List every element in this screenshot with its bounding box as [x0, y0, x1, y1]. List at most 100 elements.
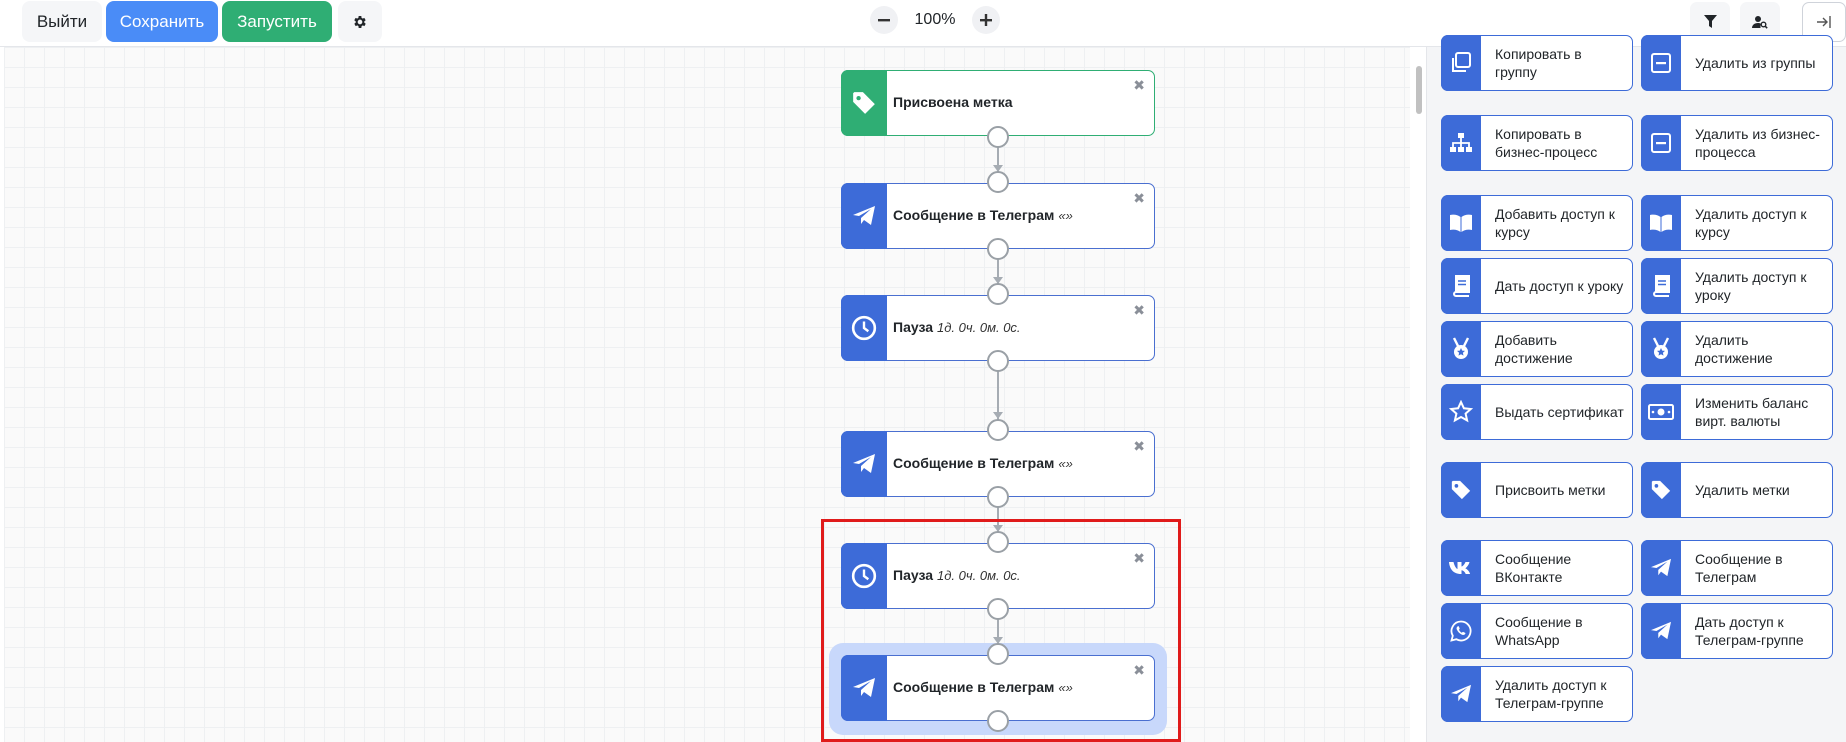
palette-item-remove-lesson-access[interactable]: Удалить доступ к уроку — [1641, 258, 1833, 314]
card-label: Удалить доступ к уроку — [1695, 269, 1807, 303]
card-label: Копировать в группу — [1495, 46, 1582, 80]
star-icon — [1449, 400, 1473, 423]
card-icon-box — [1441, 666, 1481, 722]
card-icon-box — [1641, 115, 1681, 171]
telegram-icon — [1651, 621, 1671, 640]
node-title: Сообщение в Телеграм — [893, 207, 1055, 223]
palette-item-change-virtual-balance[interactable]: Изменить баланс вирт. валюты — [1641, 384, 1833, 440]
zoom-out-button[interactable] — [870, 6, 898, 34]
node-subtitle: 1д. 0ч. 0м. 0с. — [937, 320, 1021, 335]
output-port[interactable] — [987, 350, 1009, 372]
flow-canvas[interactable] — [4, 47, 1410, 742]
input-port[interactable] — [987, 643, 1009, 665]
output-port[interactable] — [987, 710, 1009, 732]
palette-item-add-course-access[interactable]: Добавить доступ к курсу — [1441, 195, 1633, 251]
card-icon-box — [1641, 258, 1681, 314]
telegram-icon — [1651, 558, 1671, 577]
minus-icon — [878, 19, 890, 22]
node-close-icon[interactable]: ✖ — [1133, 190, 1145, 206]
node-icon-box — [841, 70, 887, 136]
connector-arrow — [993, 277, 1003, 284]
node-label: Сообщение в Телеграм«» — [893, 207, 1073, 223]
card-icon-box — [1641, 384, 1681, 440]
input-port[interactable] — [987, 171, 1009, 193]
connector-arrow — [993, 637, 1003, 644]
minus-box-icon — [1651, 53, 1671, 73]
card-label: Копировать в бизнес-процесс — [1495, 126, 1598, 160]
clock-icon — [851, 315, 877, 341]
connector-line — [997, 259, 999, 284]
money-icon — [1648, 404, 1674, 420]
node-title: Пауза — [893, 319, 934, 335]
annotation-highlight-box — [821, 519, 1181, 742]
output-port[interactable] — [987, 238, 1009, 260]
card-icon-box — [1441, 321, 1481, 377]
palette-item-give-lesson-access[interactable]: Дать доступ к уроку — [1441, 258, 1633, 314]
palette-item-whatsapp-message[interactable]: Сообщение в WhatsApp — [1441, 603, 1633, 659]
card-icon-box — [1641, 462, 1681, 518]
canvas-scrollbar[interactable] — [1410, 47, 1426, 742]
node-close-icon[interactable]: ✖ — [1133, 662, 1145, 678]
settings-button[interactable] — [338, 1, 382, 42]
run-button[interactable]: Запустить — [222, 1, 332, 42]
copy-icon — [1452, 52, 1471, 72]
input-port[interactable] — [987, 531, 1009, 553]
palette-item-remove-from-group[interactable]: Удалить из группы — [1641, 35, 1833, 91]
exit-button[interactable]: Выйти — [22, 1, 102, 42]
card-label: Удалить доступ к курсу — [1695, 206, 1807, 240]
node-close-icon[interactable]: ✖ — [1133, 550, 1145, 566]
output-port[interactable] — [987, 598, 1009, 620]
palette-item-remove-telegram-group-access[interactable]: Удалить доступ к Телеграм-группе — [1441, 666, 1633, 722]
card-label: Удалить из группы — [1695, 55, 1816, 71]
save-button[interactable]: Сохранить — [106, 1, 218, 42]
canvas-scrollbar-thumb[interactable] — [1416, 66, 1422, 114]
zoom-in-button[interactable] — [972, 6, 1000, 34]
input-port[interactable] — [987, 419, 1009, 441]
card-label: Удалить доступ к Телеграм-группе — [1495, 677, 1607, 711]
connector-arrow — [993, 525, 1003, 532]
book-icon — [1453, 275, 1470, 297]
node-label: Сообщение в Телеграм«» — [893, 455, 1073, 471]
clock-icon — [851, 563, 877, 589]
node-close-icon[interactable]: ✖ — [1133, 77, 1145, 93]
output-port[interactable] — [987, 126, 1009, 148]
card-label: Присвоить метки — [1495, 482, 1606, 498]
tag-icon — [1651, 480, 1671, 500]
medal-icon — [1652, 337, 1670, 359]
node-icon-box — [841, 183, 887, 249]
card-icon-box — [1441, 195, 1481, 251]
palette-item-copy-to-group[interactable]: Копировать в группу — [1441, 35, 1633, 91]
input-port[interactable] — [987, 283, 1009, 305]
book-open-icon — [1450, 214, 1472, 232]
card-label: Сообщение ВКонтакте — [1495, 551, 1572, 585]
palette-item-copy-to-business-process[interactable]: Копировать в бизнес-процесс — [1441, 115, 1633, 171]
node-close-icon[interactable]: ✖ — [1133, 302, 1145, 318]
palette-item-remove-tags[interactable]: Удалить метки — [1641, 462, 1833, 518]
card-label: Добавить доступ к курсу — [1495, 206, 1615, 240]
tag-icon — [853, 92, 875, 114]
output-port[interactable] — [987, 486, 1009, 508]
palette-item-telegram-message[interactable]: Сообщение в Телеграм — [1641, 540, 1833, 596]
node-close-icon[interactable]: ✖ — [1133, 438, 1145, 454]
palette-item-issue-certificate[interactable]: Выдать сертификат — [1441, 384, 1633, 440]
flow-node-telegram-message-selected[interactable]: Сообщение в Телеграм«» ✖ — [841, 655, 1155, 721]
connector-line — [997, 147, 999, 172]
card-icon-box — [1441, 540, 1481, 596]
palette-item-give-telegram-group-access[interactable]: Дать доступ к Телеграм-группе — [1641, 603, 1833, 659]
palette-item-add-achievement[interactable]: Добавить достижение — [1441, 321, 1633, 377]
node-title: Сообщение в Телеграм — [893, 455, 1055, 471]
node-icon-box — [841, 655, 887, 721]
palette-item-remove-course-access[interactable]: Удалить доступ к курсу — [1641, 195, 1833, 251]
medal-icon — [1452, 337, 1470, 359]
card-icon-box — [1641, 603, 1681, 659]
palette-item-assign-tags[interactable]: Присвоить метки — [1441, 462, 1633, 518]
book-icon — [1653, 275, 1670, 297]
palette-item-remove-achievement[interactable]: Удалить достижение — [1641, 321, 1833, 377]
node-icon-box — [841, 543, 887, 609]
palette-item-remove-from-business-process[interactable]: Удалить из бизнес-процесса — [1641, 115, 1833, 171]
palette-item-vk-message[interactable]: Сообщение ВКонтакте — [1441, 540, 1633, 596]
plus-icon — [980, 14, 992, 26]
card-label: Сообщение в Телеграм — [1695, 551, 1783, 585]
card-icon-box — [1441, 462, 1481, 518]
